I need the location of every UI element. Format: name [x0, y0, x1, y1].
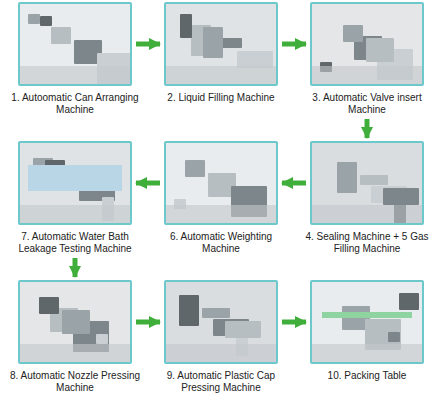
machine-illustration: [312, 4, 422, 84]
machine-photo: [310, 280, 424, 364]
process-step: 9. Automatic Plastic Cap Pressing Machin…: [164, 280, 278, 394]
step-caption: 9. Automatic Plastic Cap Pressing Machin…: [153, 370, 289, 394]
step-caption: 7. Automatic Water Bath Leakage Testing …: [7, 231, 143, 255]
machine-illustration: [20, 4, 130, 84]
flow-arrow: [282, 181, 306, 186]
process-step: 4. Sealing Machine + 5 Gas Filling Machi…: [310, 141, 424, 255]
flow-arrow: [136, 320, 160, 325]
process-step: 8. Automatic Nozzle Pressing Machine: [18, 280, 132, 394]
step-caption: 10. Packing Table: [299, 370, 435, 382]
machine-photo: [164, 280, 278, 364]
flow-arrow: [73, 258, 78, 277]
machine-photo: [164, 2, 278, 86]
process-step: 1. Autoomatic Can Arranging Machine: [18, 2, 132, 116]
machine-photo: [18, 280, 132, 364]
step-caption: 4. Sealing Machine + 5 Gas Filling Machi…: [299, 231, 435, 255]
step-caption: 6. Automatic Weighting Machine: [153, 231, 289, 255]
step-caption: 2. Liquid Filling Machine: [153, 92, 289, 104]
step-caption: 3. Automatic Valve insert Machine: [299, 92, 435, 116]
process-step: 3. Automatic Valve insert Machine: [310, 2, 424, 116]
flow-arrow: [282, 42, 306, 47]
machine-illustration: [20, 282, 130, 362]
machine-photo: [18, 141, 132, 225]
flow-arrow: [282, 320, 306, 325]
process-step: 10. Packing Table: [310, 280, 424, 382]
machine-illustration: [166, 143, 276, 223]
flow-arrow: [136, 181, 160, 186]
machine-photo: [164, 141, 278, 225]
machine-photo: [18, 2, 132, 86]
flow-arrow: [365, 119, 370, 138]
machine-illustration: [166, 282, 276, 362]
machine-photo: [310, 141, 424, 225]
machine-illustration: [20, 143, 130, 223]
flow-arrow: [136, 42, 160, 47]
machine-photo: [310, 2, 424, 86]
process-step: 7. Automatic Water Bath Leakage Testing …: [18, 141, 132, 255]
machine-illustration: [312, 143, 422, 223]
process-step: 6. Automatic Weighting Machine: [164, 141, 278, 255]
step-caption: 8. Automatic Nozzle Pressing Machine: [7, 370, 143, 394]
machine-illustration: [166, 4, 276, 84]
process-step: 2. Liquid Filling Machine: [164, 2, 278, 104]
step-caption: 1. Autoomatic Can Arranging Machine: [7, 92, 143, 116]
machine-illustration: [312, 282, 422, 362]
